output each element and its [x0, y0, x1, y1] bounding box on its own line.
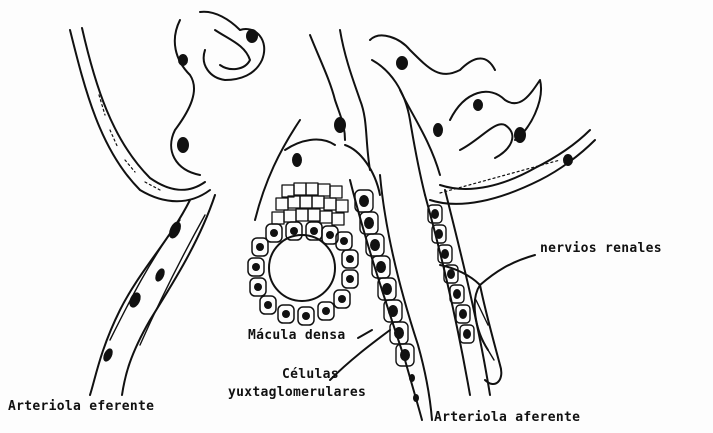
label-efferent-arteriole: Arteriola eferente — [8, 399, 154, 414]
glomerular-capillary-loop-left — [171, 12, 264, 175]
label-jg-cells-line2: yuxtaglomerulares — [228, 384, 366, 402]
macula-leader-line — [358, 330, 372, 338]
label-jg-cells-line1: Células — [282, 366, 339, 384]
label-afferent-arteriole: Arteriola aferente — [434, 410, 580, 425]
label-renal-nerves: nervios renales — [540, 241, 662, 256]
label-macula-densa: Mácula densa — [248, 328, 346, 343]
distal-tubule — [248, 30, 380, 325]
